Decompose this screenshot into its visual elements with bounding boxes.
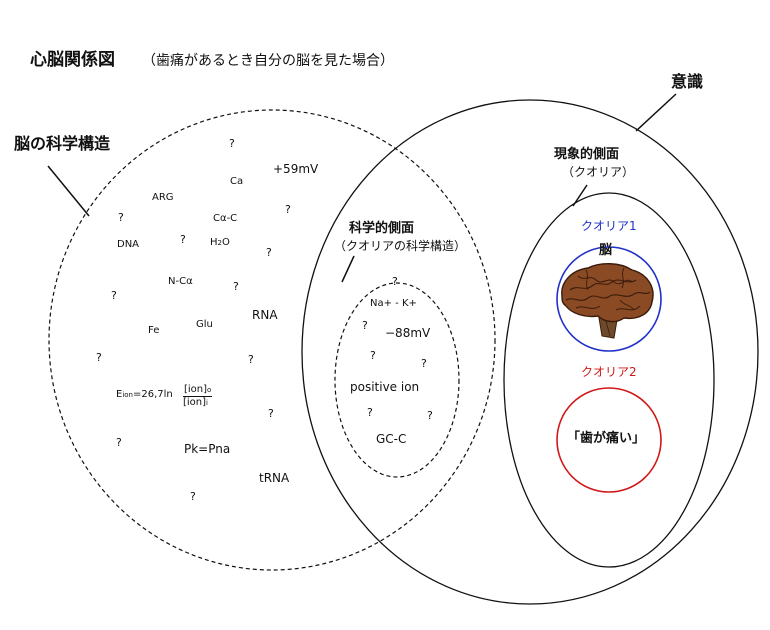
term-dna: DNA — [117, 239, 140, 250]
page-title: 心脳関係図 — [30, 50, 115, 70]
phenomenal-ellipse — [503, 192, 715, 568]
term-equation: Eion=26,7ln — [116, 389, 173, 400]
term-arg: ARG — [152, 192, 174, 203]
consciousness-leader — [635, 93, 677, 132]
question-mark: ? — [266, 246, 272, 259]
brain-science-label: 脳の科学構造 — [14, 134, 111, 153]
question-mark: ? — [421, 357, 427, 370]
term-fe: Fe — [148, 325, 160, 336]
term-minus88mv: −88mV — [385, 326, 431, 340]
term-ncalpha: N-Cα — [168, 276, 193, 287]
question-mark: ? — [362, 319, 368, 332]
consciousness-label: 意識 — [671, 72, 704, 91]
question-mark: ? — [233, 280, 239, 293]
term-trna: tRNA — [259, 471, 290, 485]
toothache-label: 「歯が痛い」 — [567, 431, 646, 446]
qualia2-label: クオリア2 — [581, 365, 637, 379]
question-mark: ? — [268, 407, 274, 420]
brain-word: 脳 — [599, 243, 613, 258]
qualia2-circle — [556, 387, 662, 493]
qualia1-circle — [556, 246, 662, 352]
term-positive-ion: positive ion — [350, 380, 420, 394]
phenomenal-leader — [572, 184, 588, 207]
term-glu: Glu — [196, 319, 213, 330]
scientific-ellipse — [334, 282, 460, 478]
term-gc-c: GC-C — [376, 432, 407, 446]
term-rna: RNA — [252, 308, 278, 322]
question-mark: ? — [116, 436, 122, 449]
question-mark: ? — [111, 289, 117, 302]
question-mark: ? — [190, 490, 196, 503]
term-pk-pna: Pk=Pna — [184, 442, 231, 456]
question-mark: ? — [367, 406, 373, 419]
phenomenal-side-sub: （クオリア） — [562, 165, 635, 179]
term-equation-fraction: [ion]o [ion]i — [183, 384, 213, 408]
term-plus59mv: +59mV — [273, 162, 319, 176]
question-mark: ? — [180, 233, 186, 246]
question-mark: ? — [229, 137, 235, 150]
question-mark: ? — [248, 353, 254, 366]
scientific-side-sub: （クオリアの科学構造） — [334, 239, 467, 253]
qualia1-label: クオリア1 — [581, 219, 637, 233]
question-mark: ? — [285, 203, 291, 216]
consciousness-ellipse — [301, 99, 759, 605]
brain-science-leader — [47, 165, 90, 217]
term-calpha-c: Cα-C — [213, 213, 238, 224]
phenomenal-side-label: 現象的側面 — [554, 147, 620, 162]
brain-science-ellipse — [48, 109, 496, 571]
term-na-k: Na+ - K+ — [370, 298, 417, 309]
scientific-leader — [341, 255, 355, 283]
question-mark: ? — [370, 349, 376, 362]
scientific-side-label: 科学的側面 — [349, 221, 415, 236]
brain-icon — [561, 263, 654, 339]
question-mark: ? — [118, 211, 124, 224]
question-mark: ? — [392, 275, 398, 288]
question-mark: ? — [427, 409, 433, 422]
term-h2o: H2O — [210, 237, 230, 248]
question-mark: ? — [96, 351, 102, 364]
page-subtitle: （歯痛があるとき自分の脳を見た場合） — [142, 53, 394, 69]
term-ca: Ca — [230, 176, 244, 187]
